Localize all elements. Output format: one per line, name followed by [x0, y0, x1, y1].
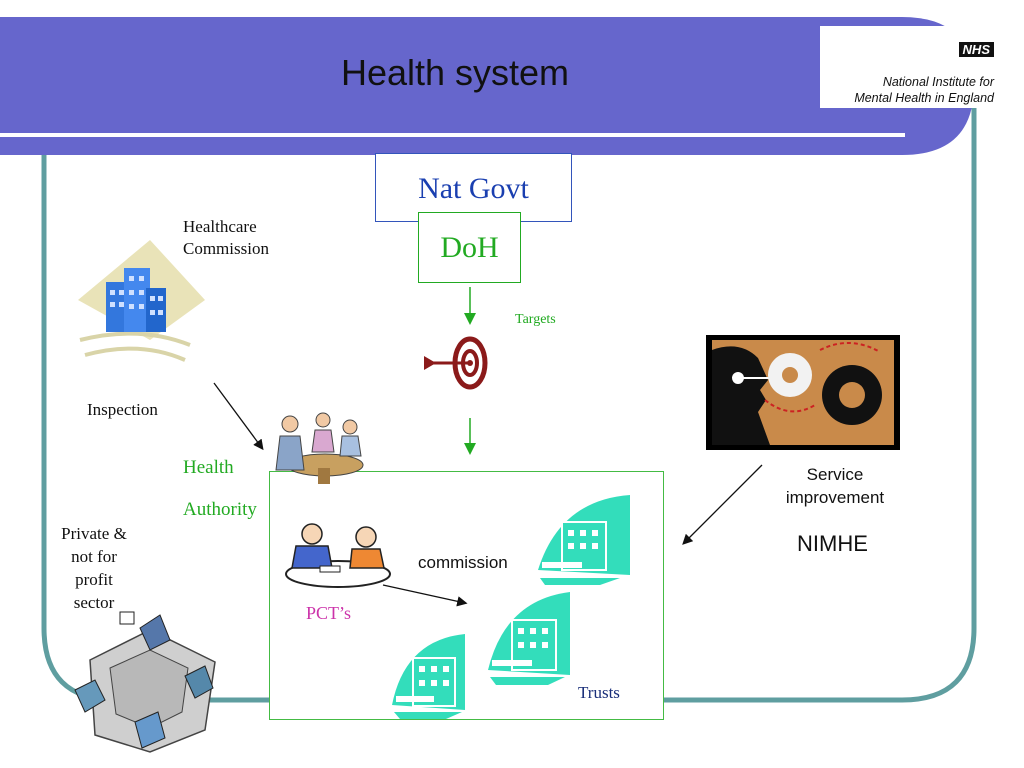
doh-box: DoH — [418, 212, 521, 283]
meeting-people-icon — [275, 412, 364, 484]
service-improvement-label: Service improvement — [785, 465, 885, 507]
header-rule — [0, 133, 905, 137]
health-label: Health — [183, 457, 234, 478]
nhs-badge: NHS — [958, 42, 994, 57]
arrow-inspection — [213, 382, 264, 451]
commission-label: commission — [418, 553, 508, 572]
building-icon — [78, 240, 205, 362]
gears-head-icon — [706, 335, 900, 450]
inspection-label: Inspection — [87, 400, 158, 419]
nimhe-logo: NHS National Institute for Mental Health… — [820, 26, 1000, 108]
healthcare-commission-label: Healthcare Commission — [183, 217, 269, 258]
nat-govt-box: Nat Govt — [375, 153, 572, 222]
trusts-label: Trusts — [578, 683, 620, 702]
trust-building-icon — [538, 495, 630, 585]
targets-label: Targets — [515, 312, 556, 327]
arrow-service-improvement — [682, 464, 763, 545]
authority-label: Authority — [183, 499, 257, 520]
logo-org-name: National Institute for Mental Health in … — [854, 75, 994, 105]
private-sector-label: Private & not for profit sector — [61, 524, 127, 612]
trust-building-icon — [392, 634, 465, 719]
slide-title: Health system — [340, 52, 570, 93]
puzzle-people-icon — [74, 611, 216, 753]
pcts-label: PCT’s — [306, 603, 352, 623]
pct-meeting-icon — [285, 523, 391, 588]
header-band — [0, 17, 974, 155]
arrow-commission — [382, 584, 468, 607]
target-icon — [424, 336, 488, 390]
nimhe-label: NIMHE — [797, 531, 868, 556]
trust-building-icon — [488, 592, 570, 685]
